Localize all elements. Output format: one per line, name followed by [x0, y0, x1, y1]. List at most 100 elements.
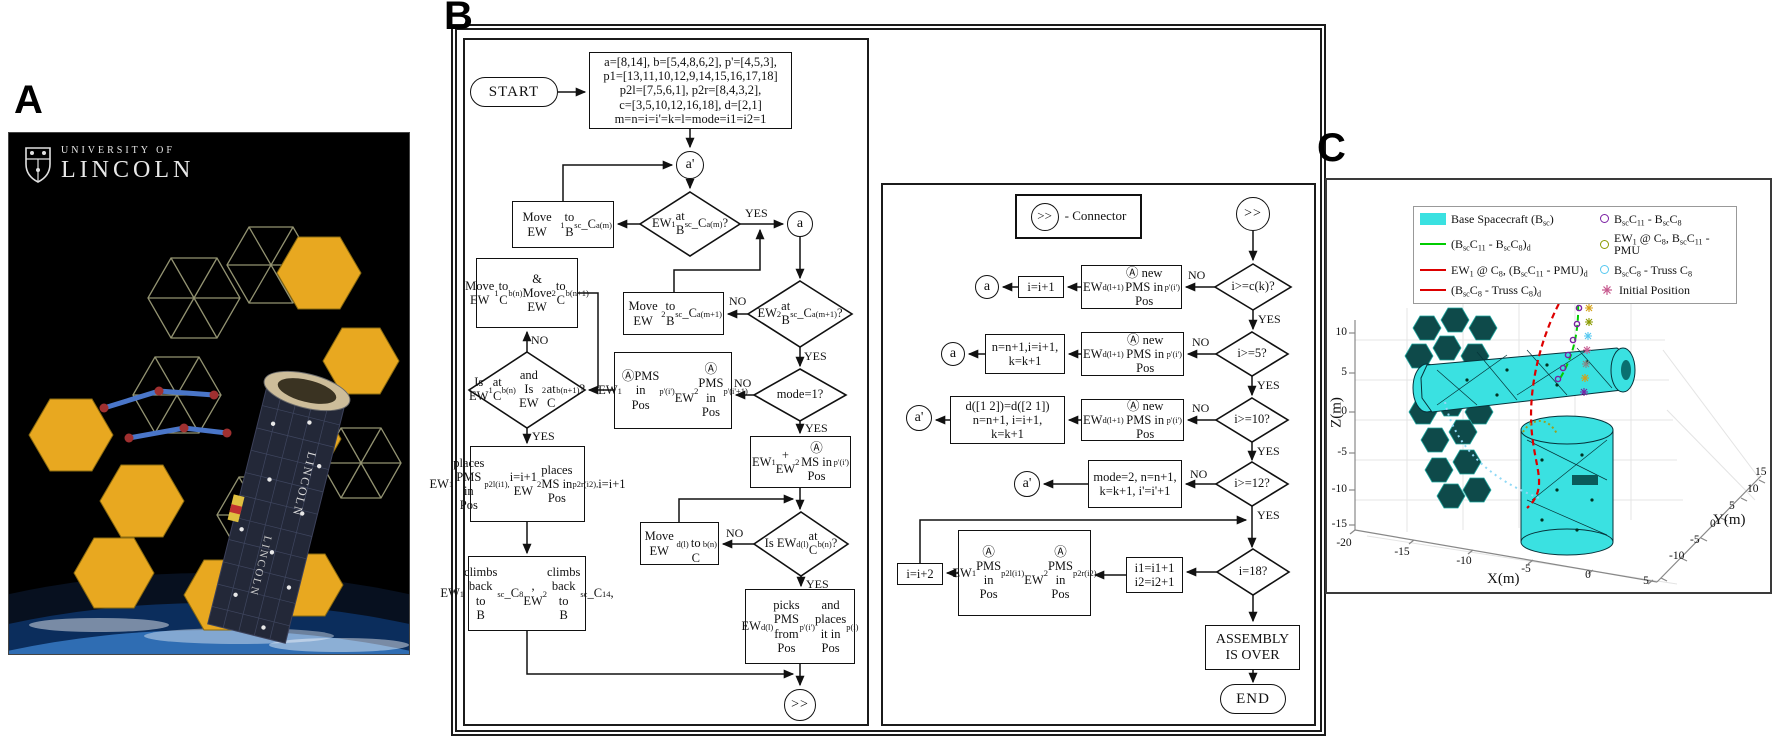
- legend-item: (BscC11 - BscC8)d: [1420, 232, 1600, 256]
- inc-i12-node: i1=i1+1 i2=i2+1: [1126, 557, 1183, 593]
- decision-mode1: [752, 368, 848, 422]
- decision-ew2-at-cam1: [746, 280, 854, 348]
- trajectory-plot: Base Spacecraft (Bsc) BscC11 - BscC8 (Bs…: [1325, 178, 1772, 594]
- x-tick: 5: [1643, 575, 1649, 587]
- yes-label: YES: [805, 421, 828, 435]
- robotic-arm: [99, 386, 232, 443]
- legend-item: EW1 @ C8, (BscC11 - PMU)d: [1420, 262, 1600, 279]
- decision-i-10: [1214, 397, 1290, 443]
- no-label: NO: [1188, 268, 1206, 282]
- legend-label: (BscC8 - Truss C8)d: [1451, 283, 1542, 299]
- yes-label: YES: [804, 349, 827, 363]
- assembly-over-node: ASSEMBLY IS OVER: [1205, 625, 1300, 670]
- connector-offpage-right: >>: [1236, 197, 1270, 231]
- base-spacecraft: [1412, 347, 1636, 556]
- legend-item: (BscC8 - Truss C8)d: [1420, 283, 1600, 299]
- legend-item: BscC11 - BscC8: [1600, 211, 1730, 228]
- y-axis-label: Y(m): [1713, 512, 1746, 528]
- plot-canvas: [1349, 273, 1766, 585]
- connector-a-2: a: [975, 275, 999, 299]
- inc-nik-node: n=n+1,i=i+1, k=k+1: [985, 334, 1065, 374]
- connector-a-prime: a': [676, 151, 704, 179]
- logo-crest-icon: [25, 146, 51, 183]
- flowchart-right-frame: [881, 183, 1316, 726]
- y-tick: 5: [1729, 500, 1735, 512]
- connector-a-3: a: [941, 342, 965, 366]
- flowchart-left-frame: [463, 38, 869, 726]
- flag-band-red: [229, 504, 243, 515]
- init-node: a=[8,14], b=[5,4,8,6,2], p'=[4,5,3], p1=…: [589, 52, 792, 129]
- connector-legend-text: - Connector: [1064, 208, 1127, 224]
- z-tick: -10: [1331, 483, 1347, 495]
- x-tick: -5: [1521, 563, 1531, 575]
- connector-symbol-icon: >>: [1030, 202, 1059, 231]
- y-tick: -5: [1690, 534, 1700, 546]
- logo-text-name: LINCOLN: [61, 157, 195, 183]
- legend-label: EW1 @ C8, BscC11 - PMU: [1614, 231, 1710, 258]
- plot-legend: Base Spacecraft (Bsc) BscC11 - BscC8 (Bs…: [1413, 206, 1737, 304]
- swap-d-node: d([1 2])=d([2 1]) n=n+1, i=i+1, k=k+1: [950, 396, 1065, 444]
- yes-label: YES: [806, 577, 829, 591]
- inc-i-node: i=i+1: [1018, 276, 1064, 298]
- x-tick: -20: [1336, 537, 1352, 549]
- panel-a-label: A: [14, 78, 43, 122]
- decision-ew1-at-cam: [638, 191, 742, 257]
- no-label: NO: [1190, 467, 1208, 481]
- no-label: NO: [531, 333, 549, 347]
- z-tick: -5: [1337, 446, 1347, 458]
- z-axis-label: Z(m): [1328, 397, 1345, 428]
- connector-a-prime-2: a': [906, 405, 932, 431]
- y-tick: 0: [1710, 518, 1716, 530]
- asterisk-marker-icon: [1602, 285, 1612, 296]
- spacecraft-render-image: LINCOLN LINCOLN UNIVERSITY OF LINCOLN: [0, 132, 701, 740]
- decision-ewdl-at-cbn: [752, 511, 850, 577]
- patch-swatch-icon: [1420, 212, 1446, 225]
- x-tick: 0: [1585, 569, 1591, 581]
- legend-label: BscC8 - Truss C8: [1614, 262, 1693, 279]
- legend-item: Initial Position: [1600, 283, 1730, 297]
- x-tick: -10: [1456, 555, 1472, 567]
- no-label: NO: [1192, 335, 1210, 349]
- axes-lines: [1349, 320, 1766, 585]
- legend-item: EW1 @ C8, BscC11 - PMU: [1600, 232, 1730, 256]
- decision-ew12-at-cb: [467, 351, 587, 429]
- trajectory-olive: [1522, 420, 1558, 435]
- y-tick: 15: [1755, 466, 1767, 478]
- inc-i2-node: i=i+2: [897, 563, 943, 585]
- start-node: START: [470, 77, 558, 107]
- legend-item: BscC8 - Truss C8: [1600, 262, 1730, 279]
- yes-label: YES: [1257, 378, 1280, 392]
- hull-lights: [233, 420, 322, 630]
- mode2-node: mode=2, n=n+1, k=k+1, i'=i'+1: [1088, 460, 1182, 508]
- legend-label: EW1 @ C8, (BscC11 - PMU)d: [1451, 262, 1588, 279]
- logo-text-top: UNIVERSITY OF: [61, 145, 175, 156]
- connector-a-prime-3: a': [1014, 471, 1040, 497]
- yes-label: YES: [1257, 508, 1280, 522]
- flowchart-connectors: [467, 87, 1293, 687]
- yes-label: YES: [745, 206, 768, 220]
- assembly-flowchart: START a=[8,14], b=[5,4,8,6,2], p'=[4,5,3…: [430, 24, 1326, 736]
- connector-legend: >> - Connector: [1015, 194, 1142, 239]
- z-tick: 10: [1335, 326, 1348, 338]
- circle-marker-icon: [1600, 214, 1609, 224]
- legend-label: Initial Position: [1619, 283, 1691, 298]
- legend-label: BscC11 - BscC8: [1614, 211, 1682, 228]
- panel-c-label: C: [1317, 126, 1346, 170]
- yes-label: YES: [1258, 312, 1281, 326]
- circle-marker-icon: [1600, 265, 1609, 275]
- x-tick: -15: [1394, 546, 1410, 558]
- decision-i-12: [1214, 461, 1290, 507]
- y-tick: -10: [1669, 550, 1685, 562]
- red-line-icon: [1420, 289, 1446, 292]
- z-tick: 0: [1341, 405, 1347, 417]
- connector-a: a: [787, 211, 813, 237]
